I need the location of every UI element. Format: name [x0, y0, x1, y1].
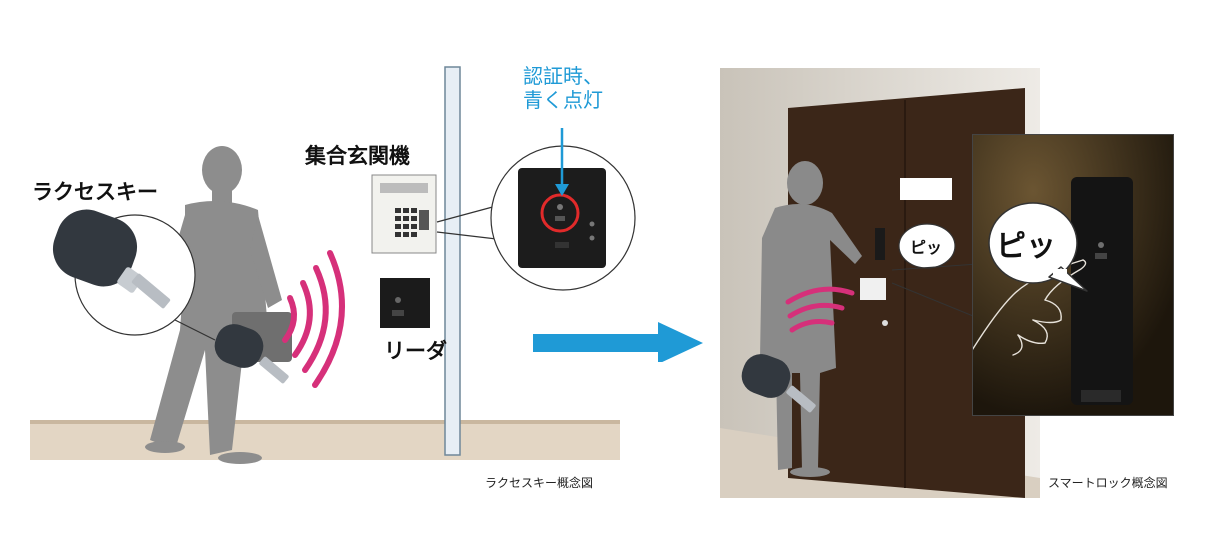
floor-edge [30, 420, 620, 424]
transition-arrow-icon [533, 322, 703, 362]
left-scene: ラクセスキー 集合玄関機 リーダ 認証時、 青く点灯 ラクセスキー概念図 [30, 64, 636, 490]
entrance-panel [371, 174, 437, 254]
small-key-icon [214, 324, 289, 384]
right-caption: スマートロック概念図 [1048, 476, 1168, 490]
door [788, 88, 1025, 498]
large-beep-bubble [988, 202, 1088, 292]
large-beep-text: ピッ [996, 229, 1056, 264]
standing-man-silhouette [760, 161, 862, 477]
floor [30, 420, 620, 460]
callout-line-2: 青く点灯 [523, 88, 603, 112]
callout-arrow [555, 128, 569, 196]
entrance-label: 集合玄関機 [305, 143, 410, 168]
left-scene-illustration [30, 66, 636, 464]
large-key-icon [52, 209, 171, 309]
small-beep-text: ピッ [910, 238, 943, 257]
signal-waves-right [785, 286, 855, 333]
raku-key-label: ラクセスキー [32, 179, 158, 204]
smart-lock-device [1071, 177, 1133, 405]
large-reader [518, 168, 606, 268]
callout-line-1: 認証時、 [523, 64, 603, 88]
auth-callout: 認証時、 青く点灯 [505, 64, 621, 112]
signal-waves-left [282, 250, 345, 388]
wall-pillar [444, 66, 461, 456]
small-reader [380, 278, 430, 328]
key-icon-right [741, 354, 816, 413]
reader-label: リーダ [384, 338, 447, 363]
left-caption: ラクセスキー概念図 [485, 476, 594, 490]
lock-zoom-panel: ピッ [972, 134, 1174, 416]
